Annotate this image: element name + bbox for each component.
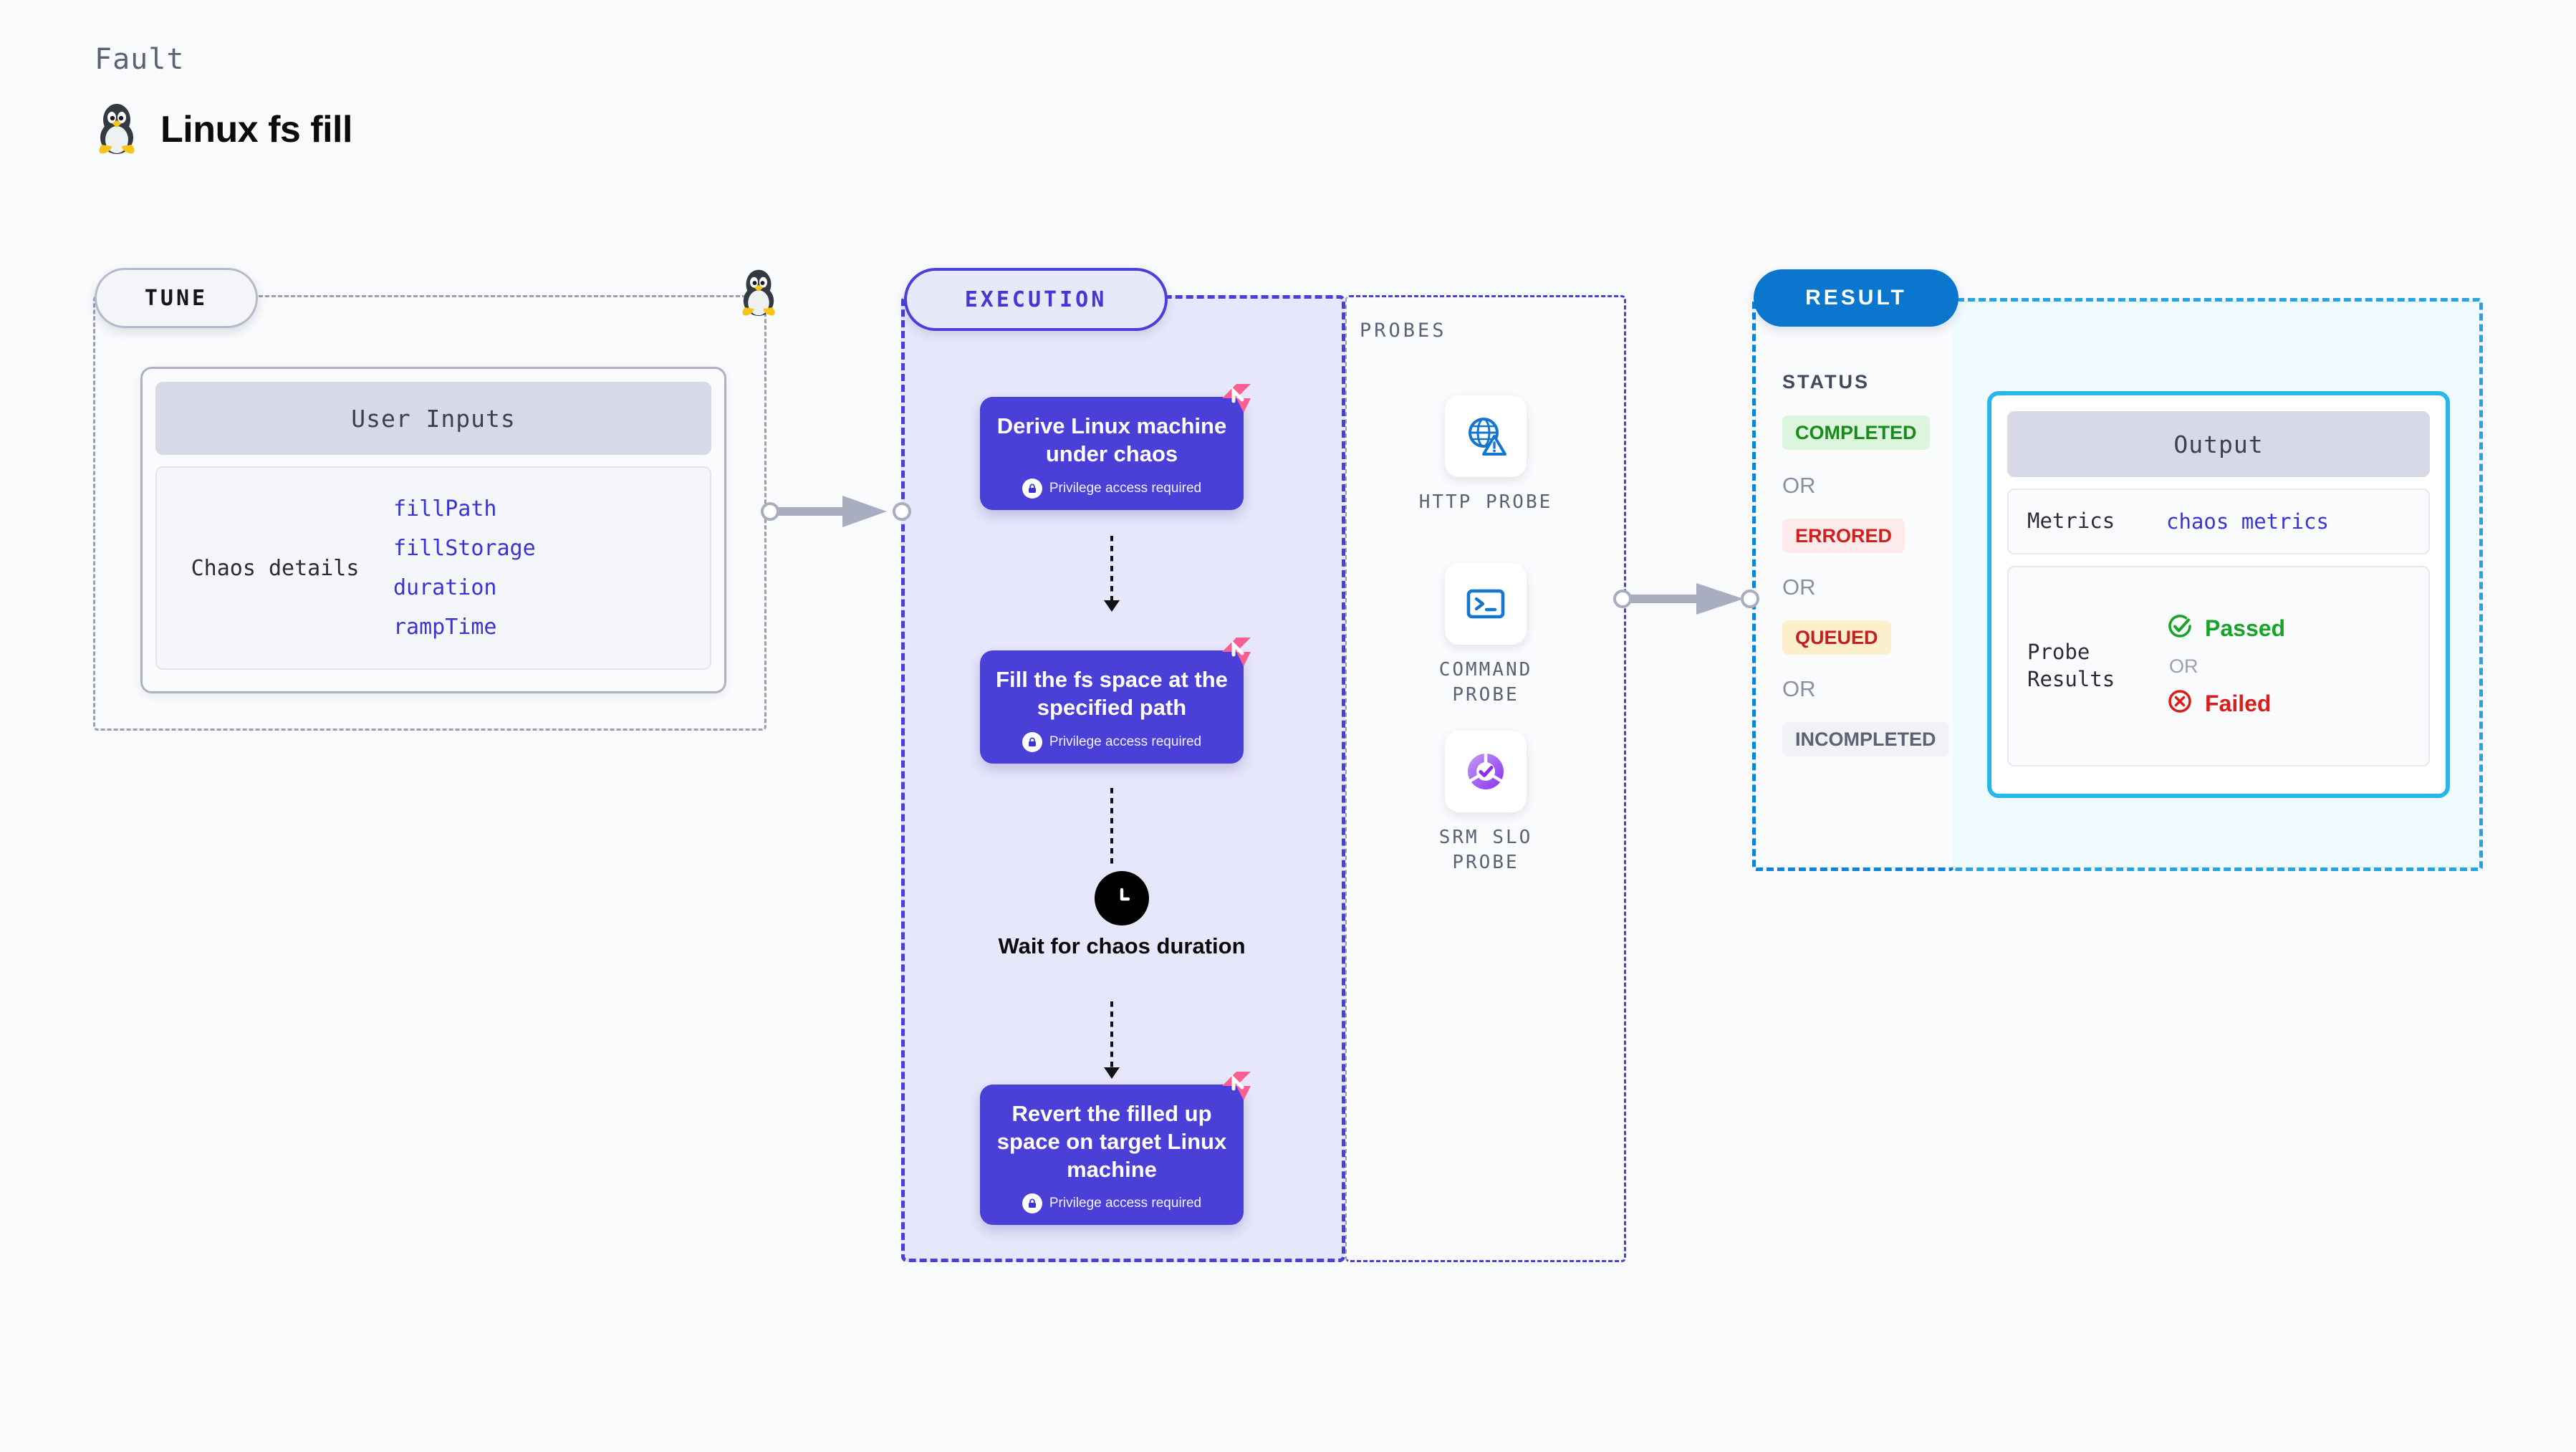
lock-icon [1022,1193,1042,1214]
tux-penguin-icon [738,266,779,320]
chaos-details-params: fillPath fillStorage duration rampTime [393,496,536,640]
status-badge-completed: COMPLETED [1782,415,1930,450]
execution-step-card[interactable]: Fill the fs space at the specified path … [980,638,1251,764]
user-inputs-card: User Inputs Chaos details fillPath fillS… [140,367,726,693]
step-title: Derive Linux machine under chaos [996,413,1227,466]
step-privilege-note: Privilege access required [994,731,1229,752]
execution-step-card[interactable]: Derive Linux machine under chaos Privile… [980,384,1251,510]
litmus-flag-icon [1218,633,1255,670]
connector-probes-to-result [1616,580,1764,617]
probe-label: HTTP PROBE [1418,491,1553,513]
status-badge-incompleted: INCOMPLETED [1782,722,1949,756]
probe-result-failed: Failed [2166,688,2285,721]
step-connector-arrow-1 [1104,600,1120,612]
clock-icon [1095,871,1149,925]
tune-section-label: TUNE [95,268,258,328]
page-title-row: Linux fs fill [95,100,352,158]
connector-endpoint-left [761,502,779,521]
probe-result-or: OR [2169,655,2198,677]
connector-tune-to-execution [765,493,905,530]
step-privilege-note: Privilege access required [994,478,1229,499]
connector-endpoint-right [893,502,911,521]
step-connector-2 [1110,788,1113,868]
x-circle-icon [2166,688,2193,721]
page-kicker: Fault [95,43,185,76]
user-inputs-header: User Inputs [155,382,711,455]
execution-step-card[interactable]: Revert the filled up space on target Lin… [980,1072,1251,1226]
page-header: Fault Linux fs fill [95,43,352,158]
step-title: Revert the filled up space on target Lin… [996,1101,1227,1182]
connector-endpoint-right [1741,590,1759,608]
lock-icon [1022,478,1042,499]
wait-node-label: Wait for chaos duration [998,933,1246,958]
step-privilege-text: Privilege access required [1049,480,1202,496]
param-fillstorage[interactable]: fillStorage [393,536,536,561]
chaos-details-row: Chaos details fillPath fillStorage durat… [155,466,711,670]
passed-label: Passed [2205,615,2286,641]
probe-http[interactable]: HTTP PROBE [1400,395,1572,515]
step-privilege-text: Privilege access required [1049,734,1202,749]
step-connector-3 [1110,1001,1113,1070]
status-or-3: OR [1782,676,1816,701]
failed-label: Failed [2205,691,2272,716]
status-or-2: OR [1782,574,1816,600]
probe-result-passed: Passed [2166,612,2285,645]
lock-icon [1022,731,1042,752]
step-connector-1 [1110,536,1113,603]
step-title: Fill the fs space at the specified path [996,667,1228,720]
check-circle-icon [2166,612,2193,645]
step-privilege-note: Privilege access required [994,1193,1229,1214]
param-fillpath[interactable]: fillPath [393,496,497,521]
probe-command[interactable]: COMMAND PROBE [1400,563,1572,708]
status-badge-queued: QUEUED [1782,620,1891,655]
probe-label: COMMAND PROBE [1438,659,1533,706]
metrics-row: Metrics chaos metrics [2007,489,2430,554]
output-card: Output Metrics chaos metrics Probe Resul… [1987,391,2450,798]
page-title: Linux fs fill [160,108,352,150]
probe-results-values: Passed OR Failed [2166,612,2285,721]
connector-endpoint-left [1613,590,1632,608]
probe-label: SRM SLO PROBE [1438,827,1533,874]
step-connector-arrow-3 [1104,1067,1120,1079]
status-badge-errored: ERRORED [1782,519,1905,553]
tux-penguin-icon [95,100,139,158]
output-header: Output [2007,411,2430,477]
litmus-flag-icon [1218,380,1255,417]
probe-results-row: Probe Results Passed OR [2007,566,2430,766]
chaos-metrics-link[interactable]: chaos metrics [2166,509,2329,534]
execution-section-label: EXECUTION [904,268,1168,331]
terminal-icon [1445,563,1527,645]
slo-donut-check-icon [1445,731,1527,812]
result-section-label: RESULT [1754,269,1959,327]
param-duration[interactable]: duration [393,575,497,600]
probe-results-label: Probe Results [2027,640,2115,691]
step-privilege-text: Privilege access required [1049,1196,1202,1211]
chaos-details-label: Chaos details [191,555,360,581]
metrics-label: Metrics [2027,509,2115,534]
probe-srm-slo[interactable]: SRM SLO PROBE [1400,731,1572,875]
litmus-flag-icon [1218,1067,1255,1105]
param-ramptime[interactable]: rampTime [393,615,497,640]
probes-title: PROBES [1360,319,1447,342]
status-title: STATUS [1782,371,1870,393]
status-or-1: OR [1782,473,1816,498]
globe-warning-icon [1445,395,1527,477]
